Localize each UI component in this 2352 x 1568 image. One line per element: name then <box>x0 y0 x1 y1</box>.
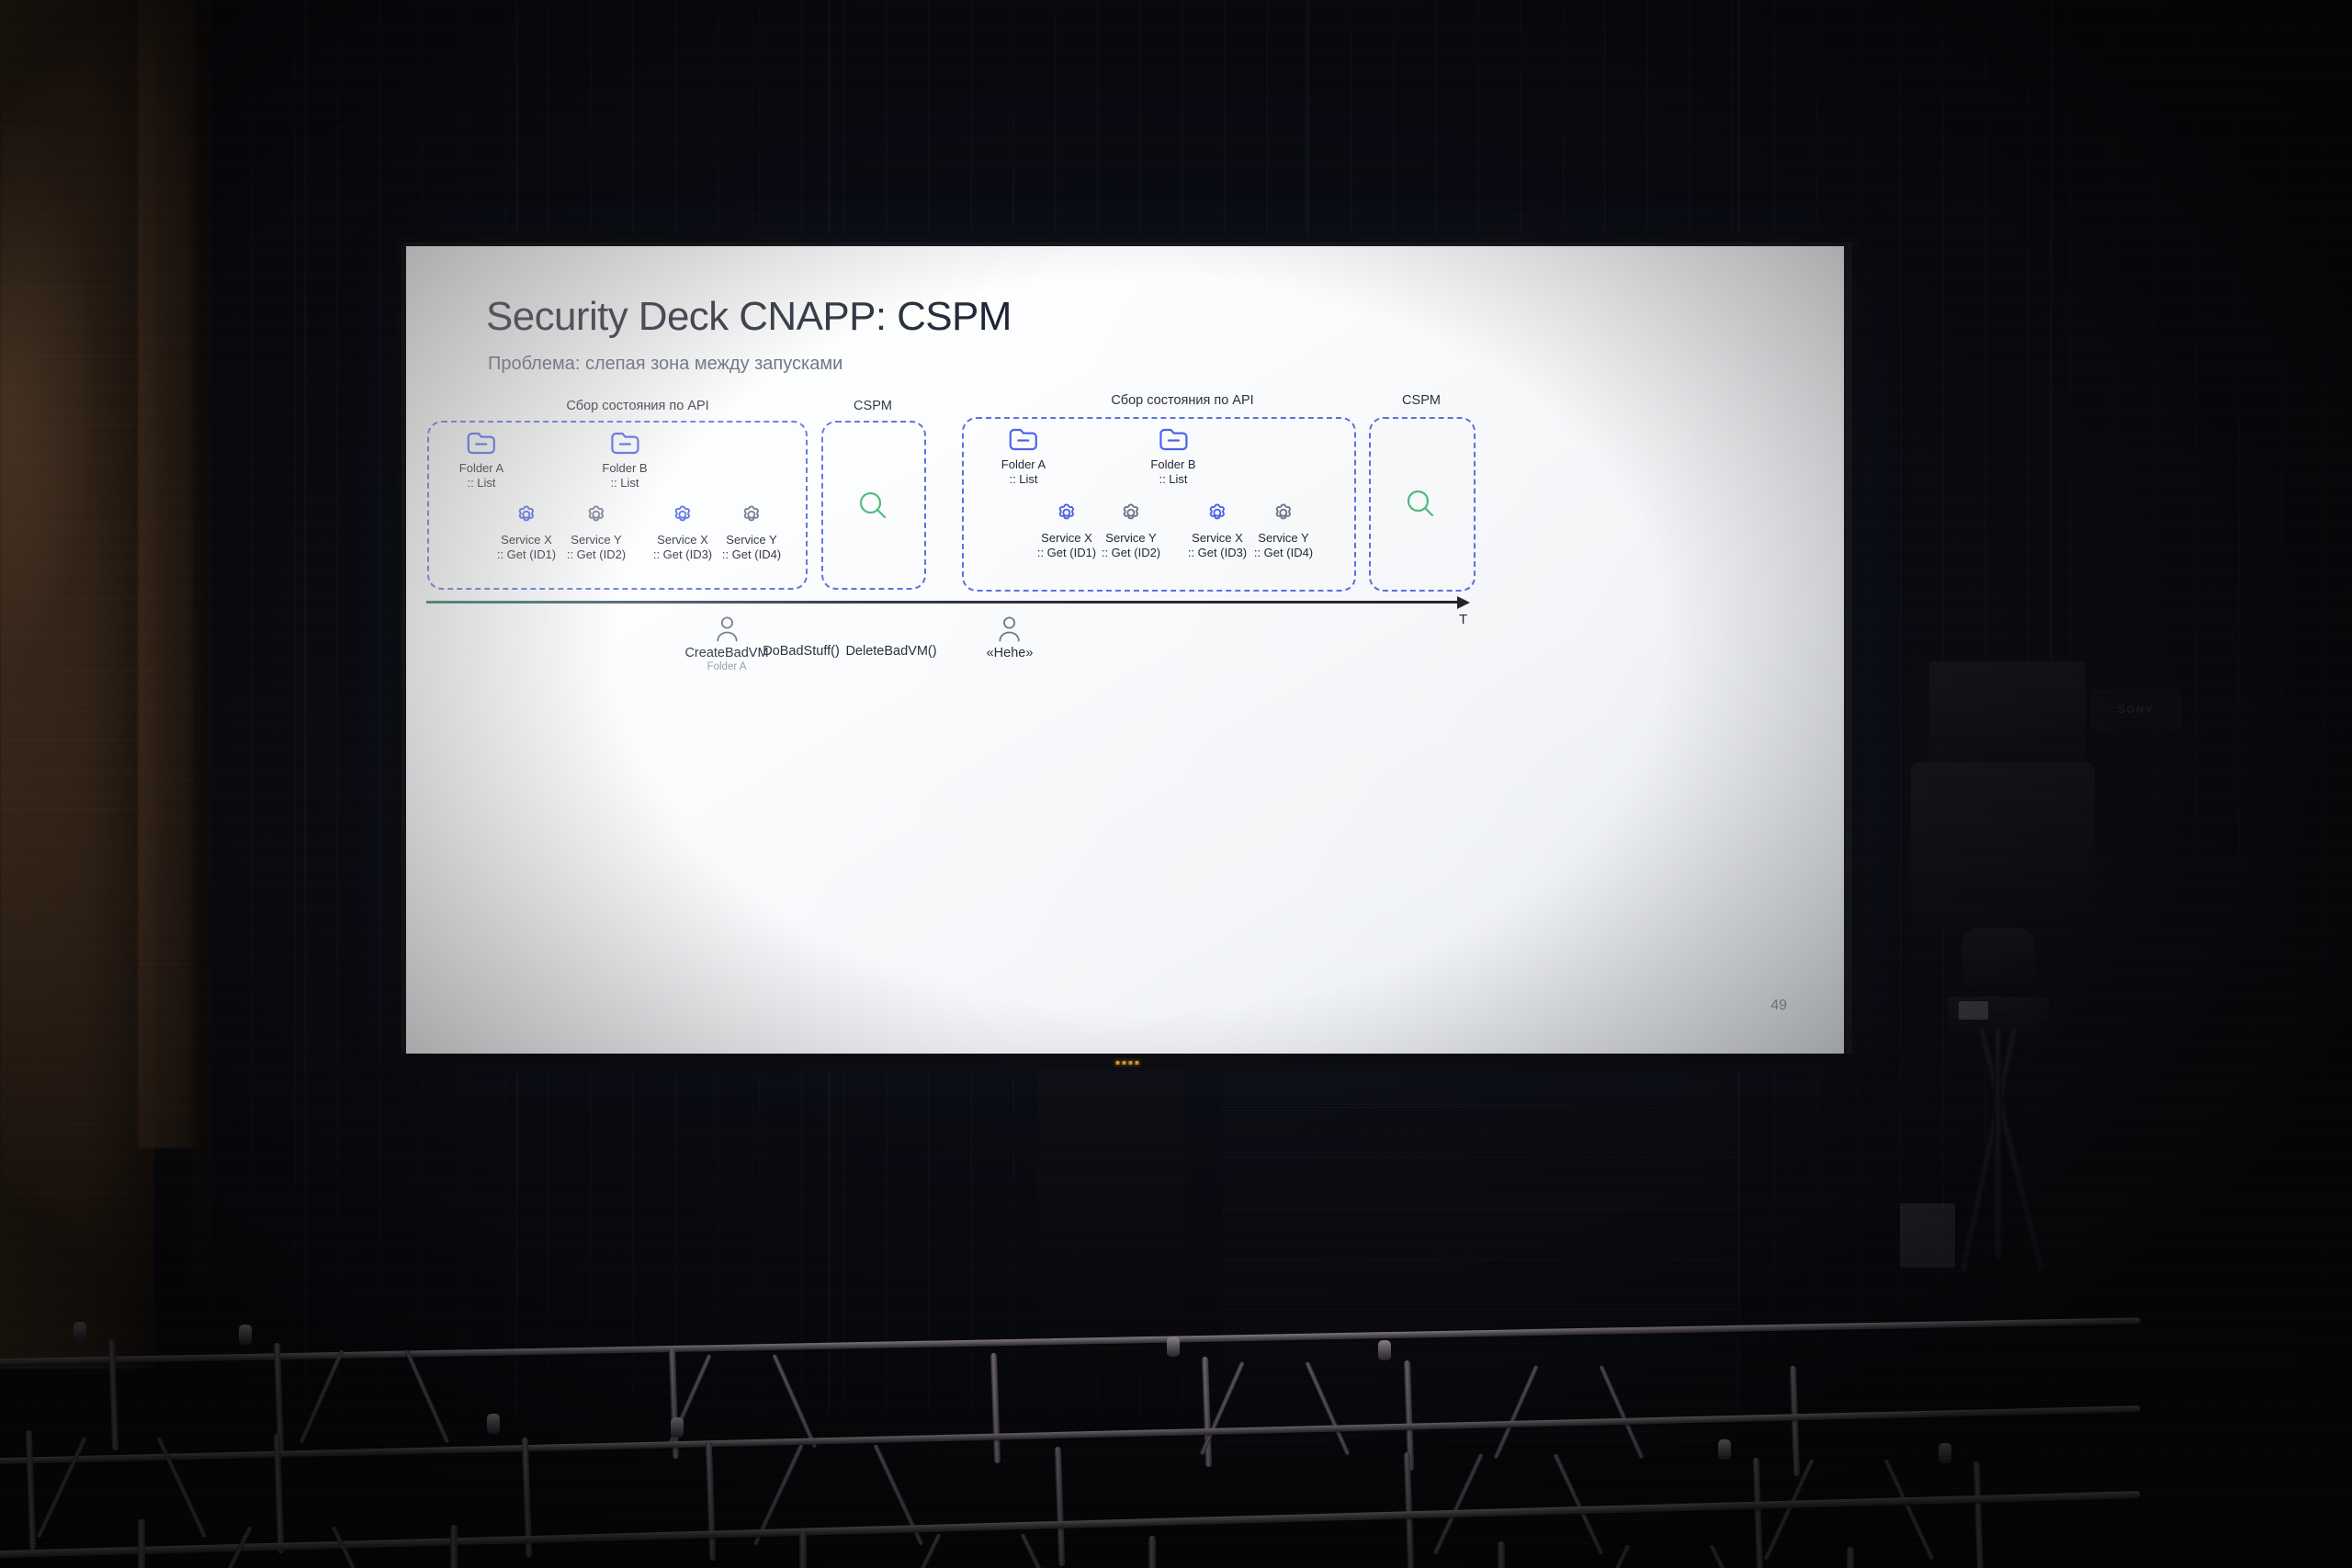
service-action: :: Get (ID4) <box>1253 546 1314 559</box>
service-action: :: Get (ID1) <box>496 547 557 561</box>
gear-icon <box>674 505 691 522</box>
event-sublabel: Folder A <box>707 661 747 672</box>
service-name: Service Y <box>1258 531 1309 545</box>
gear-icon <box>743 505 760 522</box>
service-name: Service X <box>657 533 708 547</box>
folder-minus-icon <box>467 432 496 455</box>
service-name: Service Y <box>1105 531 1157 545</box>
group-caption-cspm-2: CSPM <box>1402 393 1441 408</box>
stage-panel-line <box>1222 1107 1736 1108</box>
gear-icon <box>588 505 605 522</box>
gear-icon <box>1275 503 1292 520</box>
presentation-display: Security Deck CNAPP: CSPM Проблема: слеп… <box>395 236 1859 1068</box>
event-hehe: «Hehe» <box>986 615 1034 660</box>
slide-screen: Security Deck CNAPP: CSPM Проблема: слеп… <box>406 246 1844 1058</box>
cspm-scan-node-1 <box>856 489 889 522</box>
gear-icon <box>1123 503 1139 520</box>
folder-action: :: List <box>467 476 496 490</box>
stage-panel-line <box>1222 1208 1736 1209</box>
folder-minus-icon <box>1159 428 1188 451</box>
service-action: :: Get (ID4) <box>721 547 782 561</box>
event-createbadvm: CreateBadVM Folder A <box>684 615 769 672</box>
magnifier-icon <box>1407 490 1434 517</box>
folder-action: :: List <box>1009 472 1038 486</box>
service-action: :: Get (ID2) <box>1101 546 1161 559</box>
event-name: DoBadStuff() <box>763 644 840 659</box>
folder-name: Folder A <box>458 461 504 475</box>
service-name: Service Y <box>571 533 622 547</box>
gear-icon <box>518 505 535 522</box>
curtain-fold <box>303 0 308 1415</box>
slide-content: Security Deck CNAPP: CSPM Проблема: слеп… <box>406 246 1844 1058</box>
event-deletebadvm: DeleteBadVM() <box>845 644 936 659</box>
sony-monitor-hood: SONY <box>2090 689 2182 731</box>
folder-node-a-1: Folder A :: List <box>459 430 503 491</box>
folder-node-b-2: Folder B :: List <box>1150 426 1196 487</box>
service-action: :: Get (ID2) <box>566 547 627 561</box>
gear-icon <box>1209 503 1226 520</box>
group-caption-collect-1: Сбор состояния по API <box>566 399 709 413</box>
stage-panel-line <box>1222 1157 1736 1158</box>
folder-action: :: List <box>1159 472 1188 486</box>
service-node-2-3: Service X :: Get (ID3) <box>1188 500 1247 560</box>
camera-brand-label: SONY <box>2118 705 2154 716</box>
service-name: Service X <box>1041 531 1092 545</box>
service-name: Service X <box>1192 531 1243 545</box>
service-name: Service X <box>501 533 552 547</box>
slide-page-number: 49 <box>1770 998 1787 1013</box>
magnifier-icon <box>859 491 887 519</box>
event-name: «Hehe» <box>986 646 1034 660</box>
folder-name: Folder A <box>1001 457 1046 471</box>
service-name: Service Y <box>726 533 777 547</box>
brick-wall-left <box>0 0 154 1369</box>
tv-status-leds <box>1115 1061 1138 1065</box>
folder-name: Folder B <box>1150 457 1196 471</box>
service-action: :: Get (ID3) <box>1187 546 1248 559</box>
equipment-case <box>1900 1203 1955 1268</box>
group-caption-collect-2: Сбор состояния по API <box>1111 393 1254 408</box>
event-dobadstuff: DoBadStuff() <box>763 644 840 659</box>
service-node-1-1: Service X :: Get (ID1) <box>497 502 556 562</box>
service-node-2-1: Service X :: Get (ID1) <box>1037 500 1096 560</box>
service-node-2-2: Service Y :: Get (ID2) <box>1102 500 1160 560</box>
folder-action: :: List <box>610 476 639 490</box>
service-action: :: Get (ID3) <box>652 547 713 561</box>
tripod-label-sticker <box>1959 1001 1988 1020</box>
folder-minus-icon <box>1009 428 1038 451</box>
person-icon <box>999 616 1021 642</box>
timeline-axis <box>426 601 1459 604</box>
cspm-scan-node-2 <box>1404 487 1437 520</box>
gear-icon <box>1058 503 1075 520</box>
timeline-axis-label: T <box>1459 612 1468 627</box>
event-name: CreateBadVM <box>684 646 769 660</box>
service-node-1-2: Service Y :: Get (ID2) <box>567 502 626 562</box>
service-action: :: Get (ID1) <box>1036 546 1097 559</box>
folder-node-b-1: Folder B :: List <box>602 430 648 491</box>
camera-tripod-rig: SONY <box>1893 634 2278 1277</box>
folder-name: Folder B <box>602 461 648 475</box>
group-caption-cspm-1: CSPM <box>854 399 892 413</box>
stacked-chairs-foreground <box>0 1302 2141 1568</box>
page-subtitle: Проблема: слепая зона между запусками <box>488 354 843 374</box>
folder-minus-icon <box>610 432 639 455</box>
stage-panel-line <box>1222 1258 1736 1259</box>
service-node-1-3: Service X :: Get (ID3) <box>653 502 712 562</box>
timeline-arrowhead <box>1457 596 1470 609</box>
folder-node-a-2: Folder A :: List <box>1001 426 1046 487</box>
tripod-leg <box>1994 1029 2002 1258</box>
service-node-1-4: Service Y :: Get (ID4) <box>722 502 781 562</box>
event-name: DeleteBadVM() <box>845 644 937 659</box>
camera-head <box>1911 762 2095 928</box>
person-icon <box>716 616 738 642</box>
camera-lens <box>1962 928 2035 992</box>
page-title: Security Deck CNAPP: CSPM <box>486 294 1012 339</box>
tv-bottom-chin <box>395 1054 1859 1068</box>
service-node-2-4: Service Y :: Get (ID4) <box>1254 500 1313 560</box>
camera-body <box>1929 661 2086 772</box>
